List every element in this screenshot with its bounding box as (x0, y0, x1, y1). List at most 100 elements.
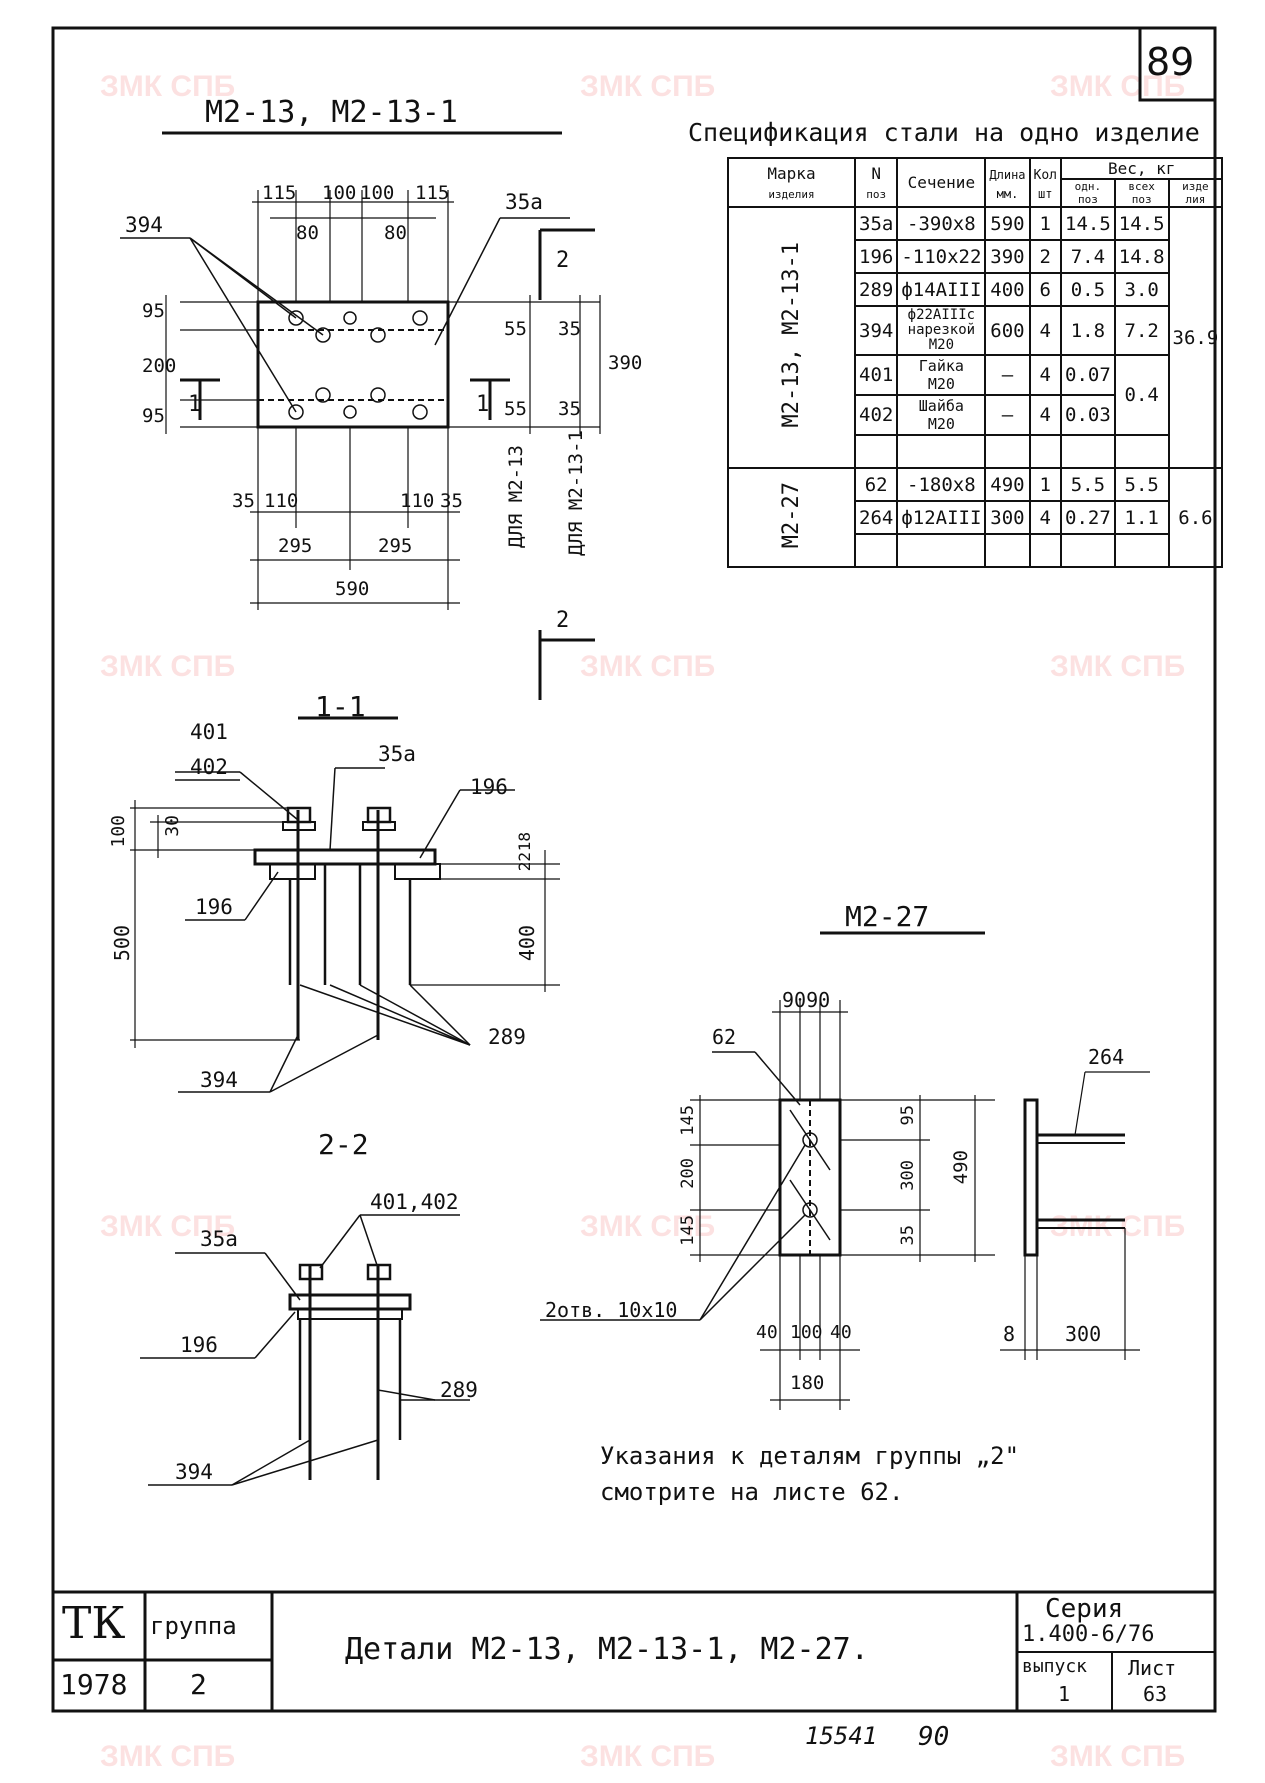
issue-value: 1 (1058, 1682, 1071, 1706)
dim-label: 145 (678, 1105, 698, 1136)
issue-label: выпуск (1022, 1656, 1088, 1677)
watermark: ЗМК СПБ (580, 1210, 716, 1243)
sheet-label: Лист (1128, 1656, 1177, 1680)
leader-label: 401 (190, 720, 228, 744)
watermark: ЗМК СПБ (1050, 1210, 1186, 1243)
watermark: ЗМК СПБ (580, 70, 716, 103)
dim-label: 100 (322, 182, 357, 204)
sheet-number-box (1138, 26, 1217, 102)
dim-label: 200 (678, 1158, 698, 1189)
dim-label: 390 (608, 352, 643, 374)
leader-label: 394 (175, 1460, 213, 1484)
leader-label: 62 (712, 1025, 737, 1049)
series-value: 1.400-6/76 (1022, 1622, 1155, 1647)
leader-label: 35а (378, 742, 416, 766)
watermark: ЗМК СПБ (100, 650, 236, 683)
dim-label: 300 (898, 1160, 918, 1191)
dim-label: 95 (898, 1105, 918, 1126)
group-item-weight: 6.6 (1167, 467, 1224, 568)
watermark: ЗМК СПБ (100, 1740, 236, 1773)
leader-label: 35а (200, 1227, 238, 1251)
dim-label: 115 (262, 182, 297, 204)
dim-label: 35 (558, 398, 581, 420)
section-mark: 2 (556, 248, 570, 273)
dim-label: 35 (558, 318, 581, 340)
dim-label: 35 (898, 1225, 918, 1246)
leader-label: 402 (190, 755, 228, 779)
dim-label: 110 (264, 490, 299, 512)
col-weight: Вес, кг одн. поз всех поз изде лия (1060, 157, 1224, 208)
leader-label: 264 (1088, 1045, 1125, 1069)
sheet-frame (51, 26, 1217, 1713)
watermark: ЗМК СПБ (1050, 1740, 1186, 1773)
dim-label: 115 (415, 182, 450, 204)
dim-label: 18 (515, 832, 534, 852)
dim-label: 95 (142, 300, 165, 322)
section-title: 1-1 (315, 690, 366, 723)
watermark: ЗМК СПБ (1050, 650, 1186, 683)
dim-label: 80 (384, 222, 407, 244)
dim-label: 300 (1065, 1322, 1102, 1346)
dim-label: 55 (504, 398, 527, 420)
dim-label: 180 (790, 1372, 825, 1394)
watermark: ЗМК СПБ (580, 1740, 716, 1773)
sheet-value: 63 (1143, 1682, 1168, 1706)
dim-label: 9090 (782, 988, 831, 1012)
group-name: М2-13, М2-13-1 (727, 206, 856, 469)
dim-label: 295 (278, 535, 313, 557)
dim-label: 200 (142, 355, 177, 377)
section-title: М2-27 (845, 900, 930, 933)
note-line-2: смотрите на листе 62. (600, 1478, 904, 1506)
year: 1978 (60, 1668, 128, 1701)
dim-label: 40 (756, 1322, 778, 1343)
dim-label: 400 (515, 925, 539, 962)
main-title: М2-13, М2-13-1 (205, 95, 458, 130)
dim-label: 35 (440, 490, 463, 512)
sheet-number: 89 (1146, 40, 1195, 84)
note-line-1: Указания к деталям группы „2" (600, 1442, 1020, 1470)
dim-label: 30 (162, 815, 183, 837)
dim-label: 490 (950, 1150, 972, 1185)
dim-label: 40 (830, 1322, 852, 1343)
footer-code: 15541 (805, 1722, 878, 1750)
col-section: Сечение (896, 157, 987, 208)
leader-label: 35а (505, 190, 543, 214)
dim-label: 590 (335, 578, 370, 600)
section-mark: 1 (476, 392, 490, 417)
tk-label: ТК (62, 1598, 126, 1649)
dim-label: 500 (110, 925, 134, 962)
dim-label: 55 (504, 318, 527, 340)
vertical-note: ДЛЯ М2-13 (505, 445, 527, 548)
section-mark: 1 (188, 392, 202, 417)
dim-label: 100 (790, 1322, 823, 1343)
group-item-weight: 36.9 (1167, 206, 1224, 469)
leader-label: 2отв. 10х10 (545, 1298, 678, 1322)
watermark: ЗМК СПБ (100, 70, 236, 103)
watermark: ЗМК СПБ (100, 1210, 236, 1243)
leader-label: 401,402 (370, 1190, 459, 1214)
section-mark: 2 (556, 608, 570, 633)
group-name: М2-27 (727, 467, 856, 568)
vertical-note: ДЛЯ М2-13-1 (565, 430, 587, 556)
dim-label: 8 (1003, 1322, 1016, 1346)
section-1-1 (130, 716, 560, 1093)
leader-label: 196 (470, 775, 508, 799)
leader-label: 289 (488, 1025, 526, 1049)
dim-label: 100 (108, 815, 129, 848)
dim-label: 80 (296, 222, 319, 244)
group-label: группа (150, 1612, 237, 1640)
dim-label: 110 (400, 490, 435, 512)
leader-label: 196 (180, 1333, 218, 1357)
